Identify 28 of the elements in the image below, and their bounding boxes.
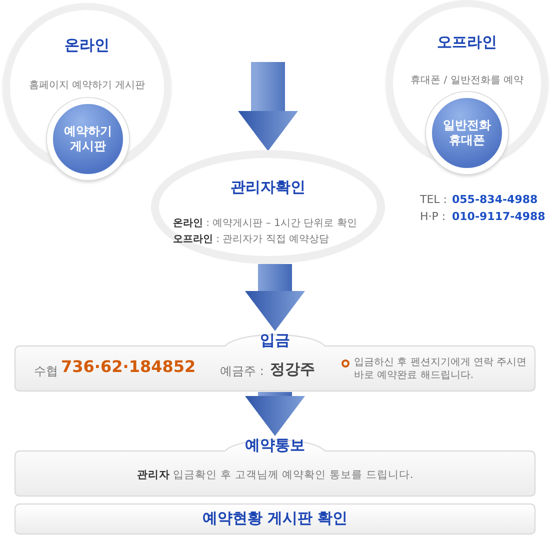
holder-label: 예금주 : [220,364,264,379]
board-check-bar [14,503,536,535]
check-method-text: 온라인 : 예약게시판 – 1시간 단위로 확인 [173,218,357,230]
circle-title: 오프라인 [436,33,498,52]
account-holder: 정강주 [270,360,315,379]
ellipse-title: 관리자확인 [230,178,306,197]
board-circle [47,98,129,180]
phone-label: TEL : [420,193,448,206]
circle-text: 홈페이지 예약하기 게시판 [28,80,146,92]
account-number: 736·62·184852 [61,357,196,377]
phone-number: 055-834-4988 [452,193,538,206]
arrow [238,62,298,151]
circle-label: 일반전화 휴대폰 [442,118,492,148]
check-method-text: 오프라인 : 관리자가 직접 예약상담 [173,234,330,246]
phone-label: H·P : [420,210,446,223]
circle-text: 휴대폰 / 일반전화를 예약 [410,75,524,88]
bank-name: 수협 [34,364,58,379]
circle-label: 예약하기 게시판 [63,124,113,154]
deposit-note: 입금하신 후 펜션지기에게 연락 주시면 바로 예약완료 해드립니다. [354,357,528,382]
phone-circle [426,92,508,174]
arrow [245,392,305,436]
panel-title: 예약통보 [244,436,306,455]
panel-title: 입금 [259,331,291,350]
bar-text: 예약현황 게시판 확인 [201,509,349,528]
phone-number: 010-9117-4988 [452,210,546,223]
notice-text: 관리자 입금확인 후 고객님께 예약확인 통보를 드립니다. [136,469,414,482]
circle-title: 온라인 [64,36,110,55]
arrow [245,264,305,331]
